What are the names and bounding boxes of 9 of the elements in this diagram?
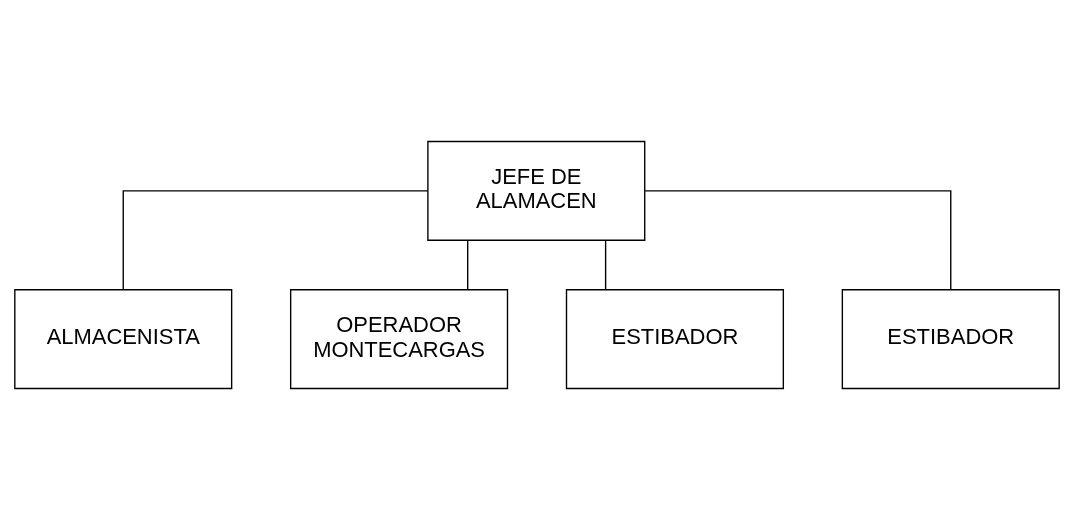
node-box: JEFE DE ALAMACEN: [427, 140, 646, 241]
connector: [604, 239, 607, 290]
connector: [467, 239, 469, 290]
node-box: ALMACENISTA: [14, 288, 233, 389]
connector: [122, 189, 429, 290]
node-box: OPERADOR MONTECARGAS: [289, 288, 509, 389]
node-box: ESTIBADOR: [565, 288, 785, 389]
node-box: ESTIBADOR: [841, 288, 1060, 389]
connector: [644, 189, 952, 290]
